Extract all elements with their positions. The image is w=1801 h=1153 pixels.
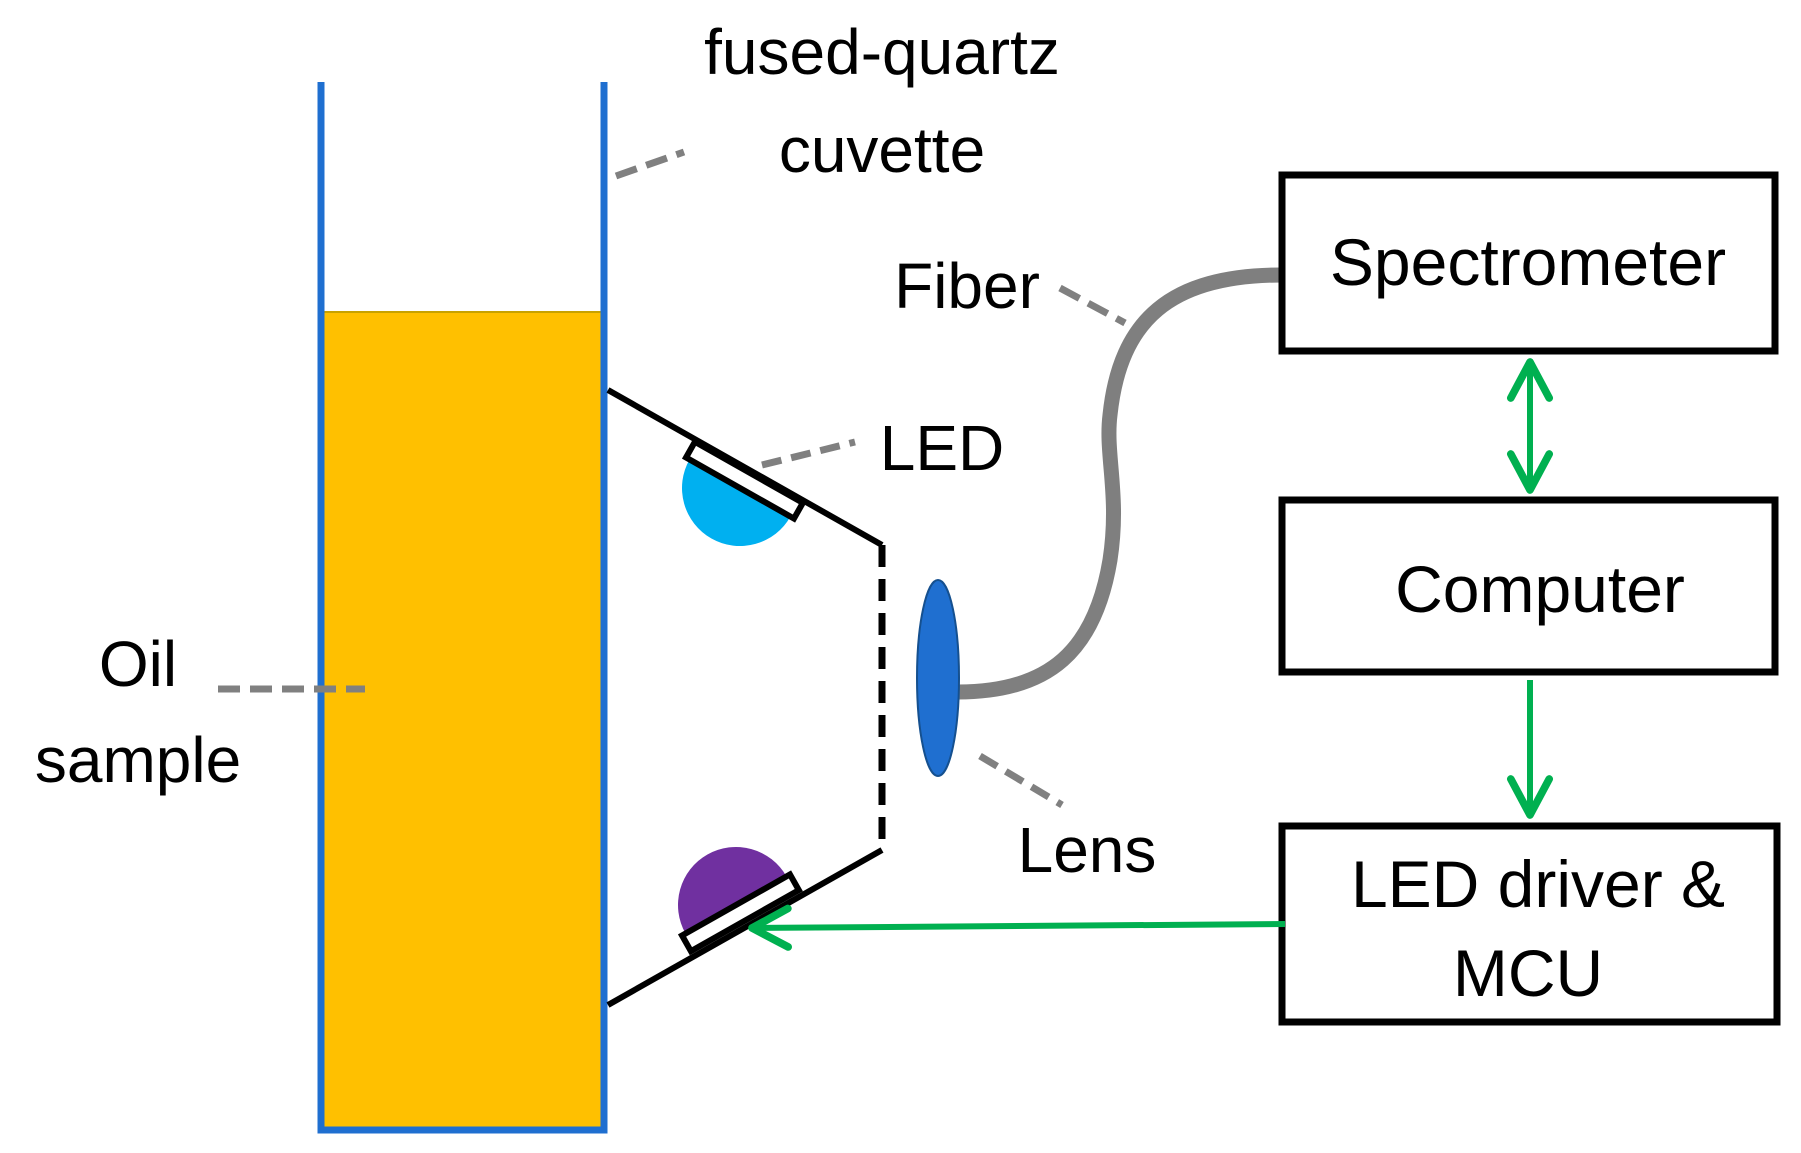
cuvette-label-line2: cuvette: [779, 114, 985, 186]
led-leader-line: [761, 438, 856, 469]
oil-label-line1: Oil: [99, 628, 177, 700]
lens-icon: [916, 579, 960, 777]
lens-label: Lens: [1018, 814, 1157, 886]
led-bottom: [677, 847, 803, 956]
oil-label-line2: sample: [35, 724, 241, 796]
driver-led-arrow: [748, 904, 1286, 951]
led-top-base: [681, 437, 807, 523]
led-bottom-dome: [678, 847, 787, 934]
spectrometer-box: [1278, 171, 1779, 355]
oil-sample-fill: [321, 312, 604, 1130]
led-top-dome: [682, 459, 791, 546]
led-top: [681, 437, 807, 546]
cuvette-label-line1: fused-quartz: [704, 16, 1060, 88]
spectrometer-label: Spectrometer: [1330, 225, 1726, 299]
led-driver-label-line2: MCU: [1453, 936, 1603, 1010]
lens-leader-line: [978, 752, 1064, 809]
housing-lower-wall: [606, 847, 884, 1008]
led-label: LED: [880, 412, 1005, 484]
fiber-leader-line: [1058, 284, 1127, 327]
led-bottom-base: [677, 870, 803, 956]
computer-box: [1278, 496, 1779, 676]
fiber-cable: [957, 267, 1283, 700]
cuvette-leader-line: [614, 148, 686, 180]
led-driver-label-line1: LED driver &: [1351, 847, 1725, 921]
computer-label: Computer: [1395, 552, 1685, 626]
fiber-label: Fiber: [894, 250, 1040, 322]
cuvette-wall: [317, 82, 608, 1134]
